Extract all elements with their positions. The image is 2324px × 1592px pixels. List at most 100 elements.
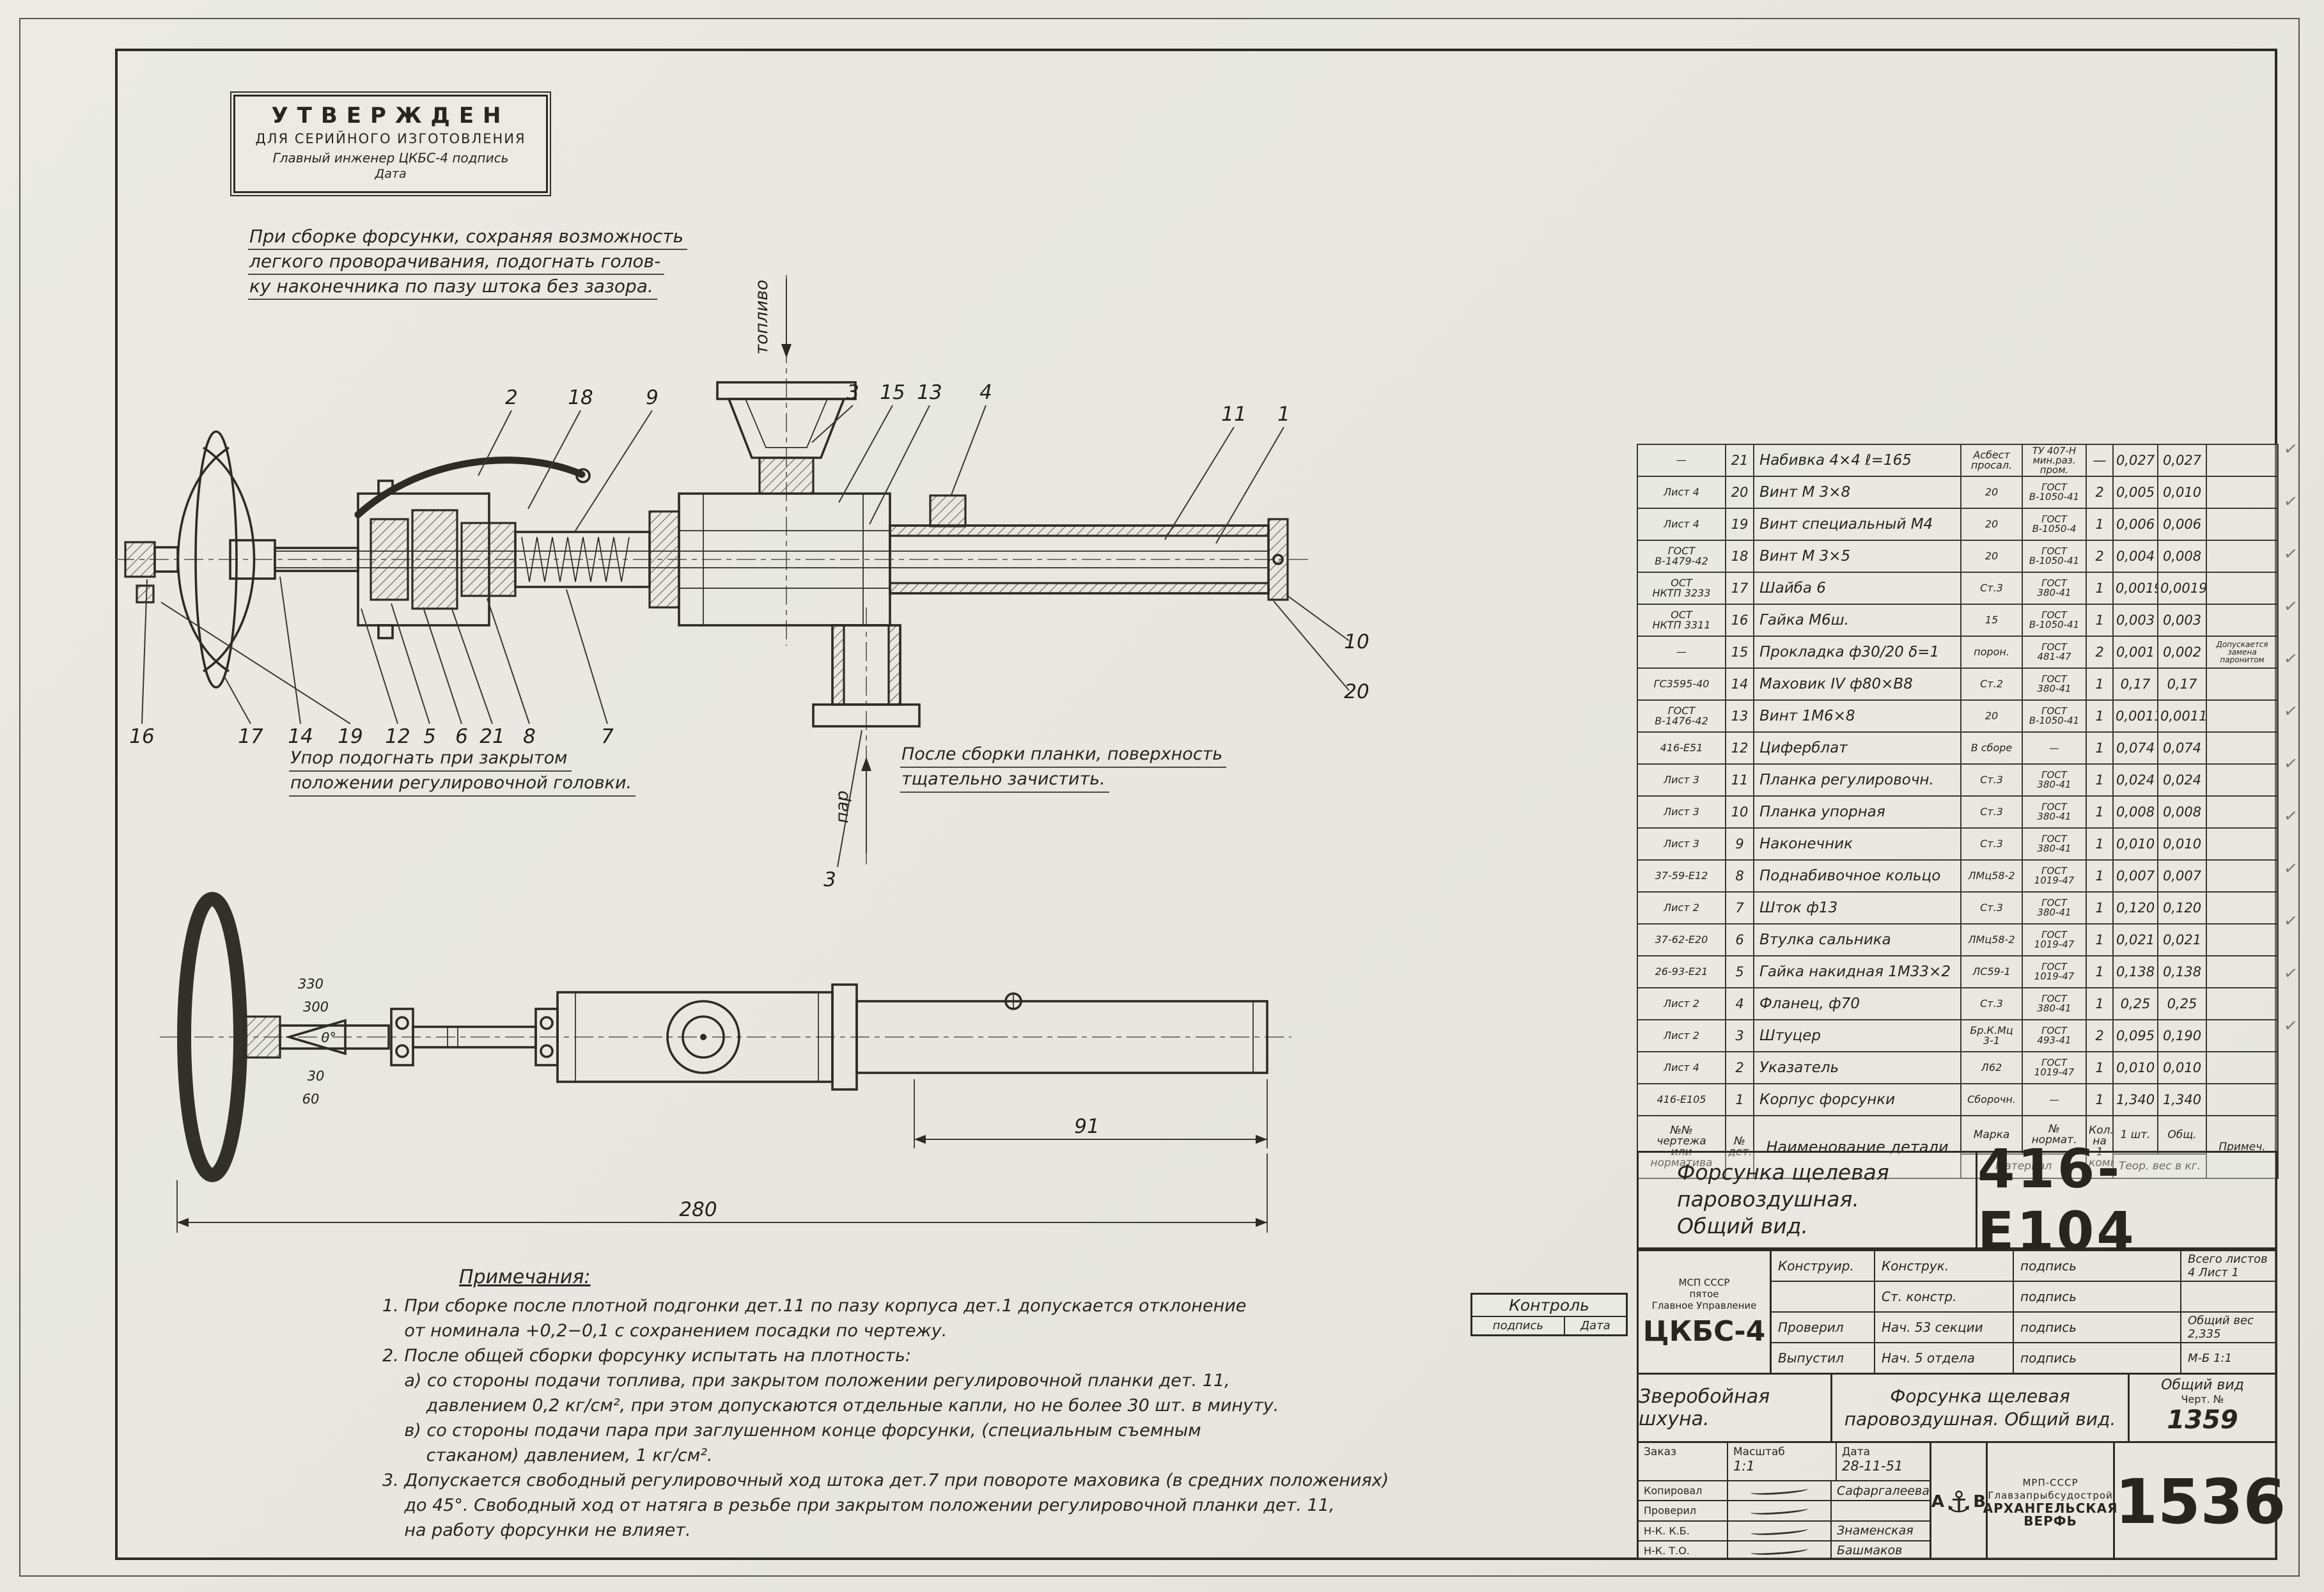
part-unit-weight: 0,004 (2112, 540, 2158, 573)
part-number: 8 (1725, 859, 1754, 893)
cylinder-side (855, 992, 1268, 1074)
part-doc: ОСТ НКТП 3311 (1637, 604, 1726, 637)
part-unit-weight: 0,007 (2112, 859, 2158, 893)
part-total-weight: 0,190 (2157, 1019, 2207, 1052)
anchor-icon: ⚓ (1945, 1484, 1972, 1519)
section-view: топливо пар (115, 275, 1369, 891)
part-qty: 1 (2086, 508, 2114, 541)
note-line: тщательно зачистить. (900, 768, 1109, 793)
sheet-label: Черт. № (2181, 1393, 2224, 1405)
checkmark: ✓ (2282, 439, 2299, 460)
signatures-section: Заказ Масштаб 1:1 Дата 28-11-51 Копирова… (1639, 1443, 1931, 1560)
organization-cell: МСП СССР пятое Главное Управление ЦКБС-4 (1639, 1251, 1772, 1373)
part-number: 16 (1725, 604, 1754, 637)
part-callout: 6 (455, 725, 468, 748)
title-card: Форсунка щелевая паровоздушная. Общий ви… (1637, 1137, 2277, 1263)
part-material-grade: Бр.К.Мц 3-1 (1960, 1019, 2023, 1052)
part-qty: 1 (2086, 987, 2114, 1020)
part-number: 10 (1725, 795, 1754, 829)
part-remark: Допускается замена паронитом (2206, 636, 2279, 669)
stuffing-box (357, 480, 517, 639)
checkmark: ✓ (2282, 1015, 2299, 1037)
mid-flange (648, 510, 680, 609)
part-doc: Лист 2 (1637, 891, 1726, 925)
header-standard: № нормат. (2022, 1115, 2087, 1155)
part-material-grade: ЛС59-1 (1960, 955, 2023, 988)
scale-value: 1:1 (1733, 1458, 1755, 1474)
part-material-grade: Ст.2 (1960, 667, 2023, 701)
part-unit-weight: 0,138 (2112, 955, 2158, 988)
part-callout: 3 (846, 381, 859, 404)
approval-extra: Общий вес 2,335 (2188, 1314, 2254, 1341)
part-material-grade: 20 (1960, 540, 2023, 573)
part-doc: 416-Е105 (1637, 1083, 1726, 1116)
part-row: Лист 4 20 Винт М 3×8 20 ГОСТ В-1050-41 2… (1637, 476, 2279, 509)
assembly-note-line: ку наконечника по пазу штока без зазора. (248, 275, 657, 300)
svg-text:0°: 0° (321, 1030, 336, 1045)
part-total-weight: 0,0019 (2157, 572, 2207, 605)
part-remark (2206, 699, 2279, 733)
part-material-grade: 20 (1960, 699, 2023, 733)
top-fitting (929, 494, 967, 527)
part-qty: 2 (2086, 540, 2114, 573)
part-total-weight: 0,021 (2157, 923, 2207, 956)
part-remark (2206, 955, 2279, 988)
part-number: 1 (1725, 1083, 1754, 1116)
part-callout: 15 (880, 381, 905, 404)
control-date-label: Дата (1580, 1319, 1610, 1332)
dimension-91: 91 (914, 1079, 1268, 1148)
remark-line: стаканом) давлением, 1 кг/см². (382, 1446, 713, 1465)
part-row: ГС3595-40 14 Маховик IV ф80×В8 Ст.2 ГОСТ… (1637, 667, 2279, 701)
part-unit-weight: 0,027 (2112, 444, 2158, 477)
part-unit-weight: 0,010 (2112, 1051, 2158, 1084)
part-callout: 19 (338, 725, 363, 748)
scale-cell: Масштаб 1:1 (1728, 1443, 1837, 1480)
signature-role: Н-К. К.Б. (1639, 1521, 1728, 1540)
part-qty: 1 (2086, 827, 2114, 861)
part-callout: 4 (979, 381, 992, 404)
part-callout: 21 (480, 725, 504, 748)
part-number: 2 (1725, 1051, 1754, 1084)
part-number: 12 (1725, 731, 1754, 765)
part-standard: ГОСТ 481-47 (2022, 636, 2087, 669)
part-standard: ГОСТ 380-41 (2022, 891, 2087, 925)
part-material-grade: В сборе (1960, 731, 2023, 765)
part-name: Гайка М6ш. (1753, 604, 1961, 637)
archive-number: 1536 (2115, 1465, 2286, 1538)
drawing-title-line: паровоздушная. (1677, 1187, 1859, 1212)
part-total-weight: 0,003 (2157, 604, 2207, 637)
bracket-plates (390, 1008, 559, 1066)
approval-signature: подпись (2014, 1313, 2181, 1342)
part-name: Указатель (1753, 1051, 1961, 1084)
header-det: № дет. (1725, 1115, 1754, 1179)
part-number: 19 (1725, 508, 1754, 541)
part-number: 17 (1725, 572, 1754, 605)
part-qty: 2 (2086, 1019, 2114, 1052)
note-line: Упор подогнать при закрытом (289, 747, 572, 772)
part-unit-weight: 0,001 (2112, 636, 2158, 669)
svg-text:330: 330 (298, 976, 324, 992)
approval-signature: подпись (2014, 1251, 2181, 1281)
part-row: ОСТ НКТП 3311 16 Гайка М6ш. 15 ГОСТ В-10… (1637, 604, 2279, 637)
part-name: Наконечник (1753, 827, 1961, 861)
part-row: Лист 4 2 Указатель Л62 ГОСТ 1019-47 1 0,… (1637, 1051, 2279, 1084)
note-line: положении регулировочной головки. (289, 772, 636, 797)
part-callout: 20 (1344, 680, 1369, 703)
approval-role: Конструир. (1772, 1251, 1875, 1281)
part-name: Планка упорная (1753, 795, 1961, 829)
part-total-weight: 0,002 (2157, 636, 2207, 669)
part-number: 20 (1725, 476, 1754, 509)
factory-line: МРП-СССР (2022, 1476, 2078, 1488)
end-nut (124, 541, 156, 578)
part-qty: 1 (2086, 1083, 2114, 1116)
part-unit-weight: 0,024 (2112, 763, 2158, 797)
svg-text:300: 300 (303, 999, 329, 1015)
part-total-weight: 0,024 (2157, 763, 2207, 797)
part-remark (2206, 987, 2279, 1020)
approval-position: Конструк. (1875, 1251, 2014, 1281)
part-unit-weight: 0,120 (2112, 891, 2158, 925)
part-remark (2206, 731, 2279, 765)
part-total-weight: 0,007 (2157, 859, 2207, 893)
part-standard: ГОСТ 380-41 (2022, 795, 2087, 829)
checkmark: ✓ (2282, 648, 2299, 670)
